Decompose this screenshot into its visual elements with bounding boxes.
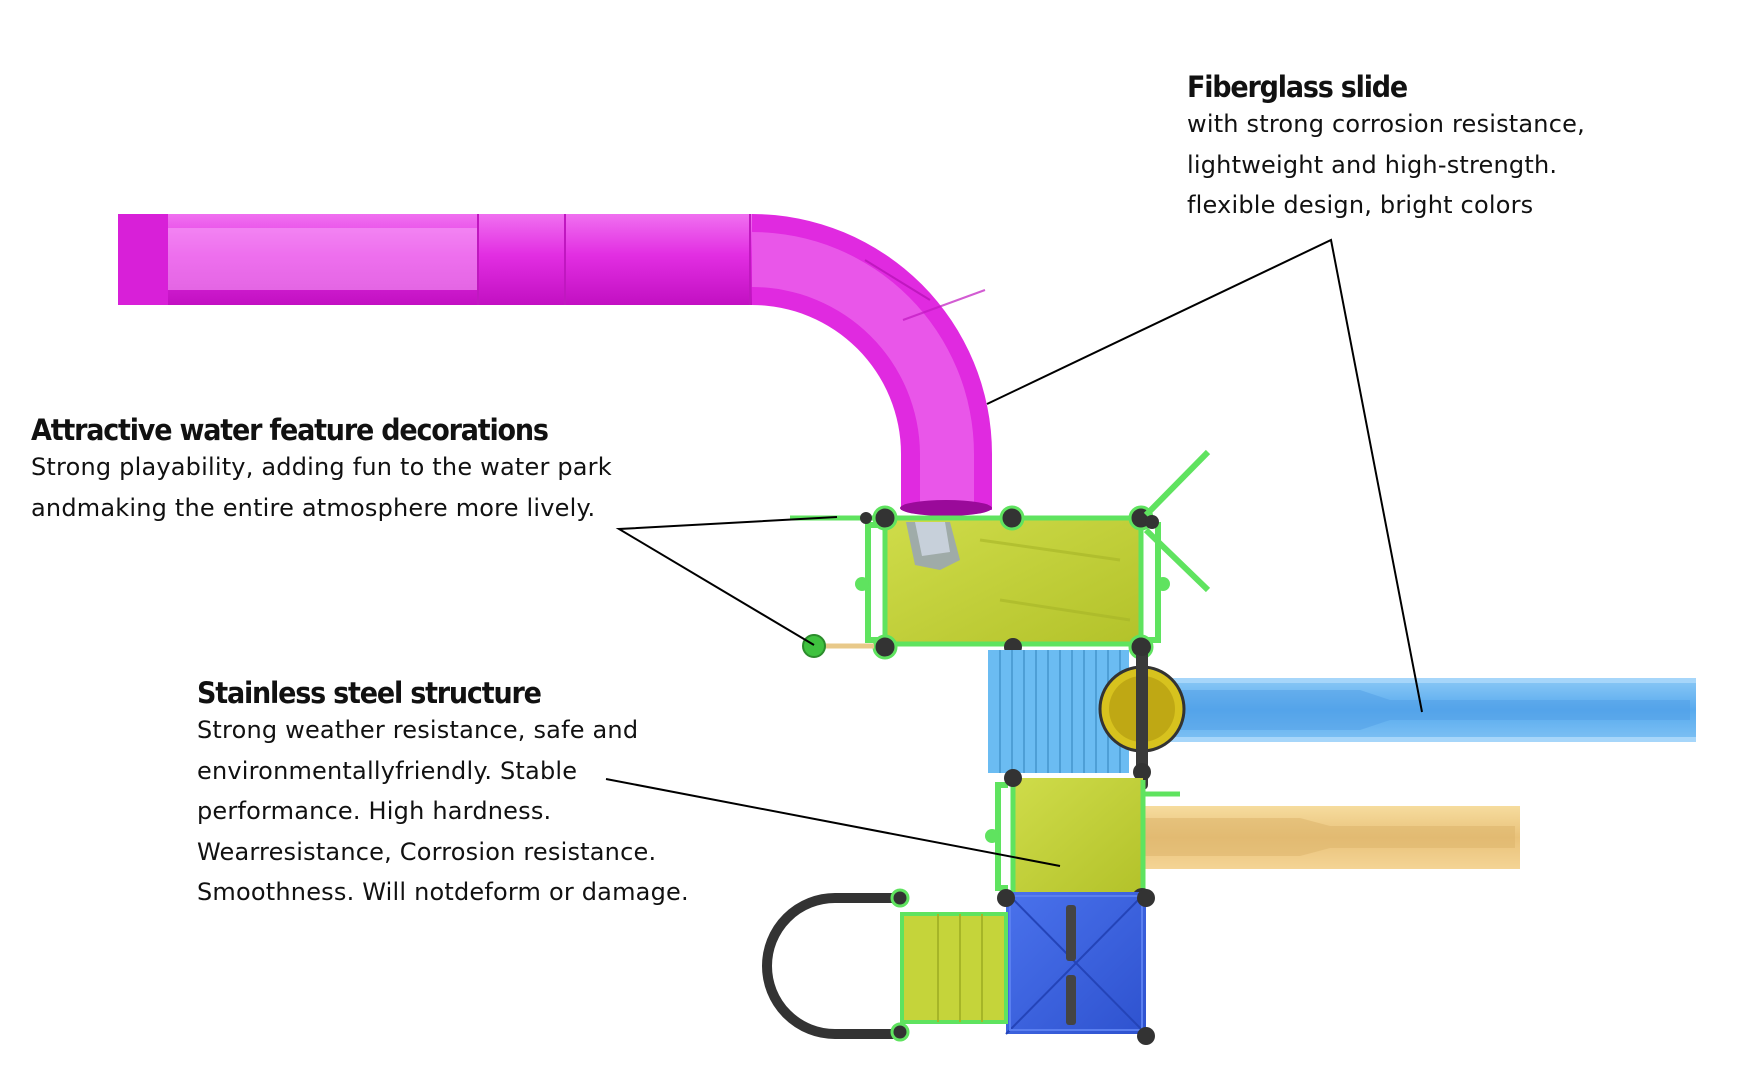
callout-line: flexible design, bright colors	[1187, 191, 1534, 219]
lower-platform	[985, 769, 1152, 908]
water-feature-decorations	[790, 449, 1211, 658]
callout-line: performance. High hardness.	[197, 797, 552, 825]
callout-fiberglass-slide: Fiberglass slide with strong corrosion r…	[1187, 70, 1585, 226]
callout-line: andmaking the entire atmosphere more liv…	[31, 493, 596, 522]
upper-platform	[855, 505, 1170, 660]
stairs	[762, 888, 1008, 1042]
tube-slide-entrance	[1098, 638, 1186, 790]
callout-line: Strong playability, adding fun to the wa…	[31, 453, 612, 481]
callout-line: with strong corrosion resistance,	[1187, 110, 1585, 138]
middle-deck	[988, 650, 1129, 773]
callout-title: Stainless steel structure	[197, 677, 542, 711]
callout-line: environmentallyfriendly. Stable	[197, 756, 578, 785]
magenta-slide	[118, 214, 992, 516]
callout-line: Strong weather resistance, safe and	[197, 716, 639, 744]
callout-line: Smoothness. Will notdeform or damage.	[197, 878, 689, 906]
callout-title: Attractive water feature decorations	[31, 414, 549, 448]
tan-slide	[1100, 791, 1520, 869]
blue-roof	[997, 889, 1155, 1045]
callout-stainless-steel: Stainless steel structure Strong weather…	[197, 676, 689, 913]
callout-line: Wearresistance, Corrosion resistance.	[197, 837, 657, 866]
callout-water-features: Attractive water feature decorations Str…	[31, 413, 612, 528]
callout-title: Fiberglass slide	[1187, 71, 1408, 105]
blue-slide	[1148, 678, 1696, 742]
leader-lines	[605, 238, 1423, 867]
callout-line: lightweight and high-strength.	[1187, 150, 1558, 179]
